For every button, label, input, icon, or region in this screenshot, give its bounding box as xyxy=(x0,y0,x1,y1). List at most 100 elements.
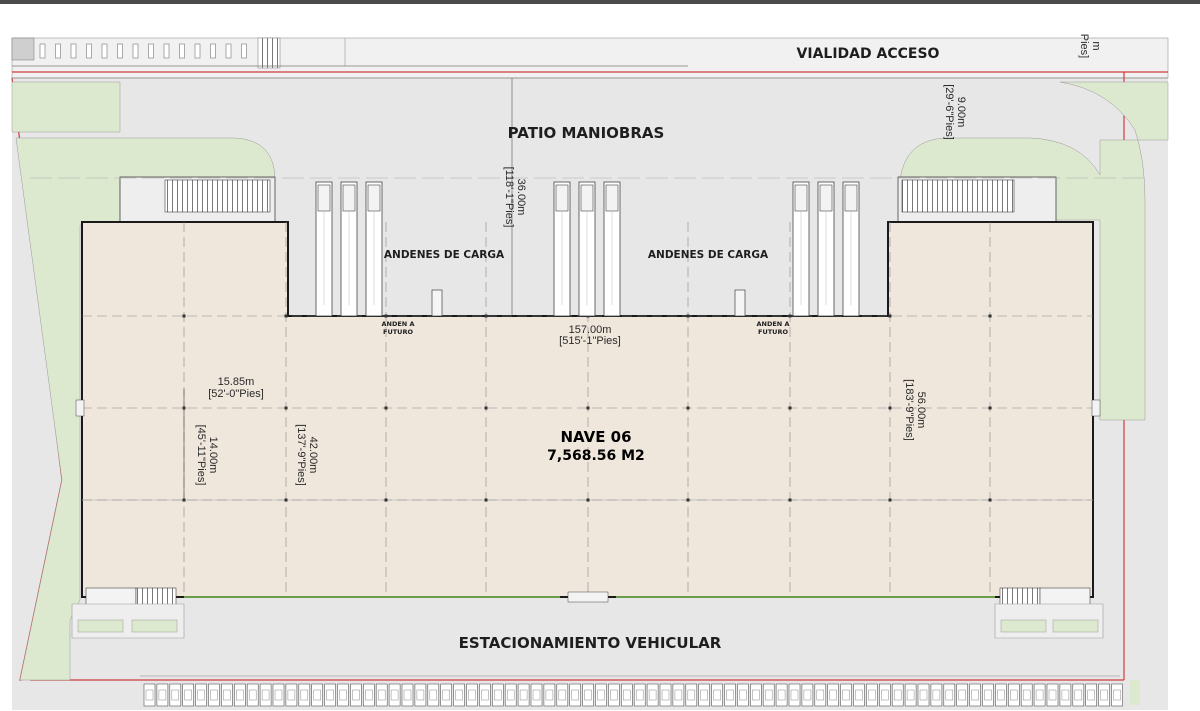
parking-stall xyxy=(672,683,685,707)
parking-stall xyxy=(182,683,194,707)
parking-stall xyxy=(724,683,736,707)
parking-stall xyxy=(169,683,182,707)
parking-stall xyxy=(234,683,246,707)
parking-stall xyxy=(569,683,582,707)
parking-label: ESTACIONAMIENTO VEHICULAR xyxy=(459,634,722,652)
truck-dock xyxy=(817,181,835,317)
column-marker xyxy=(788,406,792,410)
parking-stall xyxy=(737,683,749,707)
depth-56-m: 56.00m xyxy=(915,392,927,429)
top-edge-dimension-ft: Pies] xyxy=(1078,34,1090,58)
column-marker xyxy=(384,498,388,502)
bay-depth-ft: [45'-11"Pies] xyxy=(195,425,207,486)
access-road-label: VIALIDAD ACCESO xyxy=(797,46,940,62)
road-post xyxy=(101,43,108,59)
parking-stall xyxy=(221,683,233,707)
parking-stall xyxy=(285,683,298,707)
column-marker xyxy=(384,314,388,318)
parking-stall xyxy=(1098,683,1110,707)
landscape-se xyxy=(1130,680,1140,705)
column-marker xyxy=(988,498,992,502)
column-marker xyxy=(182,314,186,318)
parking-stall xyxy=(659,683,672,707)
column-marker xyxy=(284,498,288,502)
warehouse-name: NAVE 06 xyxy=(560,428,631,446)
parking-stall xyxy=(1007,683,1020,707)
parking-stall xyxy=(685,683,698,707)
parking-stall xyxy=(956,683,969,707)
road-post xyxy=(163,43,170,59)
parking-stall xyxy=(504,683,517,707)
column-marker xyxy=(988,406,992,410)
truck-dock xyxy=(842,181,860,317)
road-post xyxy=(210,43,216,59)
warehouse-area: 7,568.56 M2 xyxy=(547,448,645,464)
planter-right-1 xyxy=(1000,619,1047,633)
depth-56-ft: [183'-9"Pies] xyxy=(903,379,915,441)
parking-stall xyxy=(272,683,285,707)
parking-stall xyxy=(440,683,453,707)
parking-stall xyxy=(156,683,169,707)
parking-stall xyxy=(453,683,465,707)
column-marker xyxy=(686,314,690,318)
truck-docks xyxy=(315,181,860,317)
column-marker xyxy=(686,406,690,410)
parking-stall xyxy=(840,683,852,707)
future-dock-left-label-2: FUTURO xyxy=(383,328,413,336)
maneuver-yard-label: PATIO MANIOBRAS xyxy=(508,124,665,142)
parking-stall xyxy=(969,683,981,707)
parking-stall xyxy=(814,683,827,707)
column-marker xyxy=(686,498,690,502)
entrance-left xyxy=(85,587,137,607)
column-marker xyxy=(484,498,488,502)
parking-stall xyxy=(995,683,1007,707)
parking-stall xyxy=(608,683,620,707)
parking-stall xyxy=(143,683,156,707)
parking-stall xyxy=(530,683,543,707)
parking-stall xyxy=(246,683,259,707)
parking-stall xyxy=(801,683,814,707)
loading-docks-right-label: ANDENES DE CARGA xyxy=(648,249,769,261)
parking-stall xyxy=(195,683,207,707)
road-post xyxy=(179,43,185,59)
setback-m: 9.00m xyxy=(955,97,967,128)
parking-stall xyxy=(259,683,272,707)
landscape-nw-1 xyxy=(11,81,121,133)
column-marker xyxy=(788,314,792,318)
parking-stall xyxy=(388,683,401,707)
planter-right-2 xyxy=(1052,619,1099,633)
parking-stall xyxy=(427,683,440,707)
road-post xyxy=(148,43,154,59)
road-posts xyxy=(39,43,247,59)
parking-stall xyxy=(749,683,762,707)
parking-stall xyxy=(362,683,375,707)
truck-dock xyxy=(340,181,358,317)
parking-stall xyxy=(775,683,788,707)
column-marker xyxy=(788,498,792,502)
truck-dock xyxy=(315,181,333,317)
parking-stall xyxy=(350,683,362,707)
parking-stall xyxy=(556,683,569,707)
length-dimension-ft: [515'-1"Pies] xyxy=(559,335,621,347)
structural-grid xyxy=(82,222,1093,597)
column-marker xyxy=(988,314,992,318)
bay-depth-m: 14.00m xyxy=(207,437,219,474)
parking-stall xyxy=(375,683,388,707)
parking-stall xyxy=(1020,683,1033,707)
parking-stall xyxy=(711,683,723,707)
access-road xyxy=(11,37,1169,79)
parking-stall xyxy=(595,683,607,707)
side-door-east xyxy=(1091,399,1101,417)
stair-left-steps xyxy=(164,179,271,213)
column-marker xyxy=(384,406,388,410)
parking-stall xyxy=(930,683,943,707)
parking-stall xyxy=(298,683,311,707)
parking-stall xyxy=(466,683,478,707)
parking-stall xyxy=(620,683,633,707)
parking-stall xyxy=(337,683,349,707)
entrance-right xyxy=(1039,587,1091,607)
column-marker xyxy=(284,406,288,410)
parking-stall xyxy=(1046,683,1059,707)
parking-stall xyxy=(646,683,659,707)
